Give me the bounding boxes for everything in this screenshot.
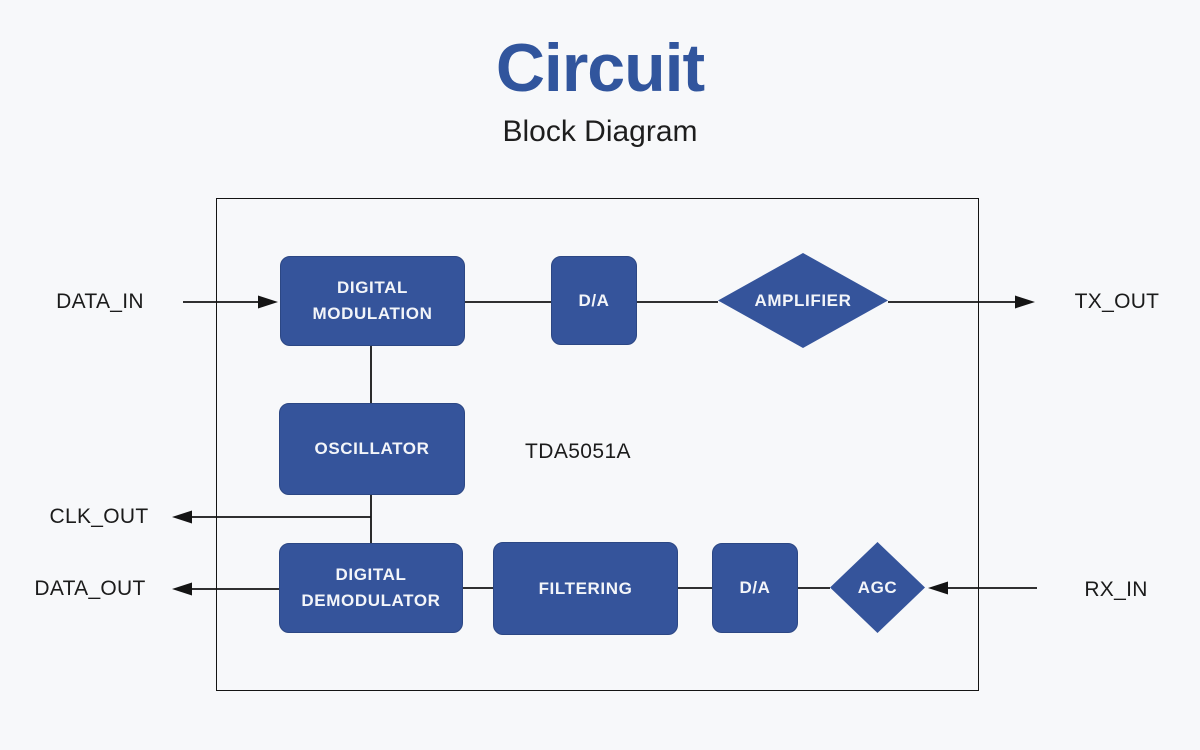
block-filtering-label: FILTERING xyxy=(538,578,633,598)
chip-part-number: TDA5051A xyxy=(525,440,631,463)
block-da-converter-rx: D/A xyxy=(712,543,798,633)
block-digital-demodulator-label-line1: DIGITAL xyxy=(335,565,407,584)
block-digital-modulation-label-line1: DIGITAL xyxy=(337,278,408,297)
block-filtering: FILTERING xyxy=(493,542,678,635)
port-label-clk-out: CLK_OUT xyxy=(49,505,149,528)
block-oscillator: OSCILLATOR xyxy=(279,403,465,495)
block-da-converter-tx-label: D/A xyxy=(578,290,610,310)
block-da-converter-tx: D/A xyxy=(551,256,637,345)
port-label-rx-in: RX_IN xyxy=(1084,578,1148,601)
port-label-data-out: DATA_OUT xyxy=(34,577,146,600)
port-label-data-in: DATA_IN xyxy=(56,290,144,313)
arrowhead-clk-out xyxy=(172,510,192,524)
block-amplifier-label: AMPLIFIER xyxy=(754,290,852,310)
block-oscillator-label: OSCILLATOR xyxy=(314,439,430,458)
block-digital-modulation: DIGITAL MODULATION xyxy=(280,256,465,346)
block-da-converter-rx-label: D/A xyxy=(739,578,771,597)
block-digital-modulation-label-line2: MODULATION xyxy=(312,304,433,323)
arrowhead-tx-out xyxy=(1015,295,1035,309)
block-agc-label: AGC xyxy=(857,577,898,597)
page-subtitle: Block Diagram xyxy=(502,115,698,148)
block-digital-demodulator-label-line2: DEMODULATOR xyxy=(301,591,441,610)
chip-boundary-box xyxy=(216,198,979,691)
block-digital-demodulator: DIGITAL DEMODULATOR xyxy=(279,543,463,633)
arrowhead-data-out xyxy=(172,582,192,596)
port-label-tx-out: TX_OUT xyxy=(1074,290,1160,313)
page-title: Circuit xyxy=(495,30,705,106)
